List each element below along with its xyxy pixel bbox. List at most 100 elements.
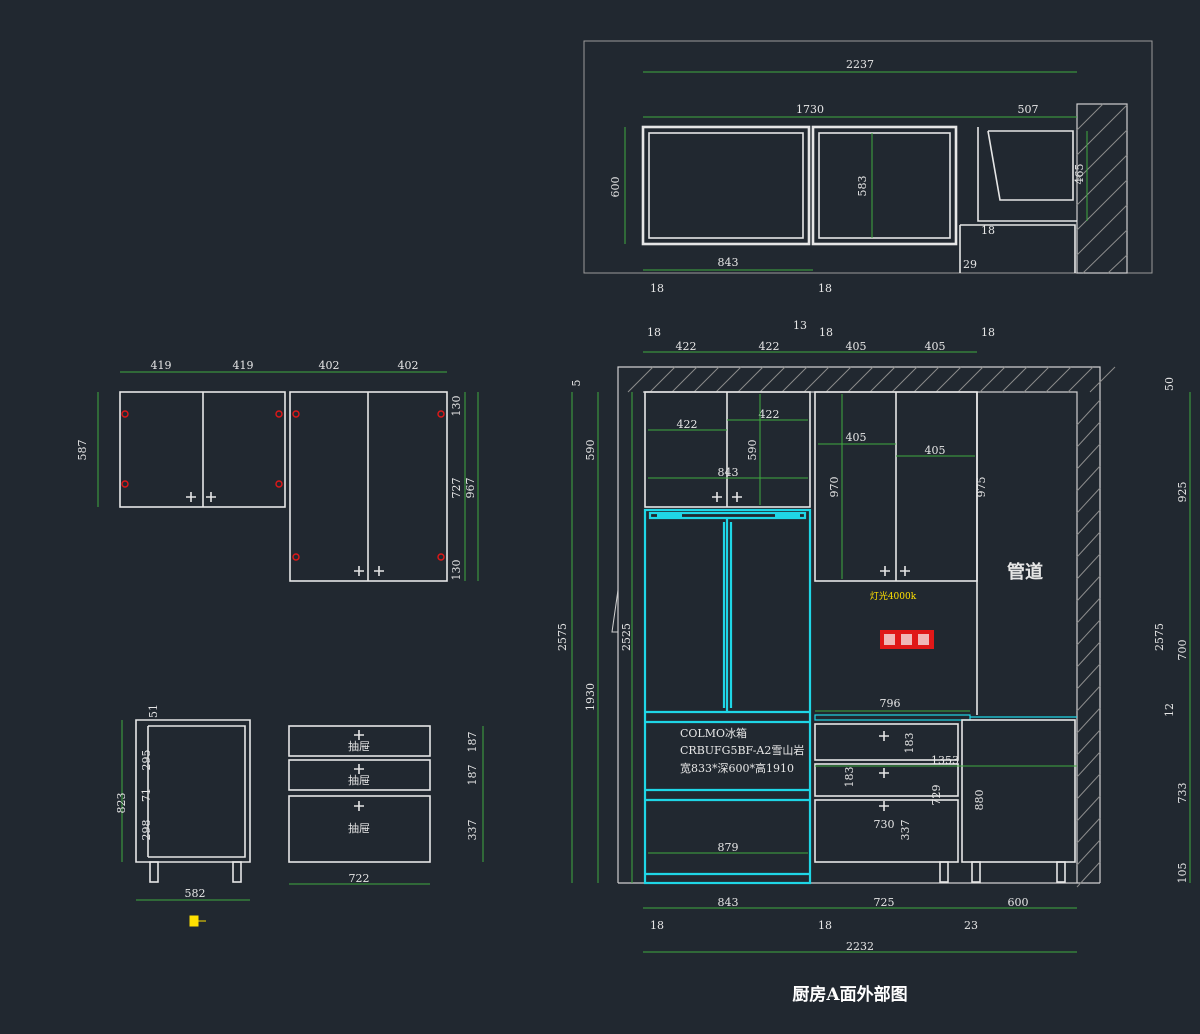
hatch-line [1076, 729, 1101, 756]
plan-cabinet-1-inner [648, 132, 804, 239]
dim-405: 405 [925, 340, 946, 353]
hatch-line [627, 366, 654, 393]
leg [232, 861, 242, 883]
hatch-line [1076, 531, 1101, 558]
fridge [643, 508, 812, 885]
base-cabinet-section: 51 295 71 298 823 582 抽屉 抽屉 抽屉 187 187 3… [115, 704, 484, 927]
dim-50: 50 [1163, 377, 1176, 391]
dim-18: 18 [818, 919, 832, 932]
hatch-line [1023, 366, 1050, 393]
hatch-line [957, 366, 984, 393]
dim-422: 422 [677, 418, 698, 431]
fridge-model: CRBUFG5BF-A2雪山岩 [680, 743, 804, 757]
dim-71: 71 [140, 788, 153, 802]
leg [149, 861, 159, 883]
dim-730: 730 [874, 818, 895, 831]
hatch-line [1076, 817, 1101, 844]
dim-18: 18 [819, 326, 833, 339]
dim-727: 727 [450, 478, 463, 499]
hatch-line [1076, 751, 1101, 778]
hatch-line [1076, 509, 1101, 536]
dim-183: 183 [903, 733, 916, 754]
plan-frame [583, 40, 1153, 274]
dim-970: 970 [828, 477, 841, 498]
drawer-2 [288, 759, 431, 791]
dim-337: 337 [899, 820, 912, 841]
hatch-line [671, 366, 698, 393]
dim-925: 925 [1176, 482, 1189, 503]
dim-2525: 2525 [620, 623, 633, 651]
dim-1353: 1353 [931, 754, 959, 767]
hatch-line [1076, 795, 1101, 822]
dim-2575: 2575 [556, 623, 569, 651]
dim-405: 405 [925, 444, 946, 457]
room-outline [617, 366, 1101, 883]
drawing-title: 厨房A面外部图 [792, 984, 907, 1005]
dim-187: 187 [466, 765, 479, 786]
hatch-line [1001, 366, 1028, 393]
plan-corner-unit [977, 127, 1077, 222]
dim-183: 183 [843, 767, 856, 788]
dim-879: 879 [718, 841, 739, 854]
dim-130: 130 [450, 396, 463, 417]
hatch-line [847, 366, 874, 393]
hatch-line [1076, 685, 1101, 712]
pipe-label: 管道 [1007, 561, 1043, 583]
dim-18: 18 [981, 224, 995, 237]
hatch-line [1076, 487, 1101, 514]
dim-725: 725 [874, 896, 895, 909]
section-marker-icon [189, 915, 206, 927]
dim-465: 465 [1073, 164, 1086, 185]
dim-51: 51 [147, 704, 160, 718]
base-cabinet-right [961, 719, 1076, 863]
dim-12: 12 [1163, 703, 1176, 717]
dim-298: 298 [140, 820, 153, 841]
hatch-line [825, 366, 852, 393]
dim-967: 967 [464, 478, 477, 499]
plan-sink [987, 130, 1074, 201]
dim-729: 729 [930, 785, 943, 806]
section-outline [143, 719, 251, 863]
hatch-line [935, 366, 962, 393]
dim-700: 700 [1176, 640, 1189, 661]
countertop [814, 714, 971, 721]
dim-2237: 2237 [846, 58, 874, 71]
hatch-line [1076, 553, 1101, 580]
plan-wall [1076, 103, 1128, 274]
dim-402: 402 [398, 359, 419, 372]
dim-1730: 1730 [796, 103, 824, 116]
hatch-line [1076, 839, 1101, 866]
dim-419: 419 [233, 359, 254, 372]
dim-722: 722 [349, 872, 370, 885]
dim-843: 843 [718, 256, 739, 269]
plan-cabinet-2-inner [818, 132, 951, 239]
fridge-brand: COLMO冰箱 [680, 726, 747, 740]
dim-13: 13 [793, 319, 807, 332]
dim-422: 422 [759, 408, 780, 421]
dim-5: 5 [570, 380, 583, 387]
hatch-line [693, 366, 720, 393]
hatch-line [649, 366, 676, 393]
socket-icon [884, 634, 929, 645]
dim-18: 18 [981, 326, 995, 339]
dim-583: 583 [856, 176, 869, 197]
wall-cabinet-detail: 419 419 402 402 587 130 727 967 130 [76, 359, 479, 582]
light-label: 灯光4000k [870, 590, 917, 602]
hatch-line [1076, 399, 1101, 426]
dim-2575: 2575 [1153, 623, 1166, 651]
dim-590: 590 [746, 440, 759, 461]
hatch-line [1076, 707, 1101, 734]
hatch-line [891, 366, 918, 393]
dim-402: 402 [319, 359, 340, 372]
dim-2232: 2232 [846, 940, 874, 953]
dim-422: 422 [759, 340, 780, 353]
hatch-line [1076, 465, 1101, 492]
dim-187: 187 [466, 732, 479, 753]
dim-18: 18 [647, 326, 661, 339]
hatch-line [1076, 641, 1101, 668]
dim-880: 880 [973, 790, 986, 811]
hatch-line [1076, 575, 1101, 602]
hatch-line [1045, 366, 1072, 393]
hatch-line [1076, 619, 1101, 646]
dim-823: 823 [115, 793, 128, 814]
